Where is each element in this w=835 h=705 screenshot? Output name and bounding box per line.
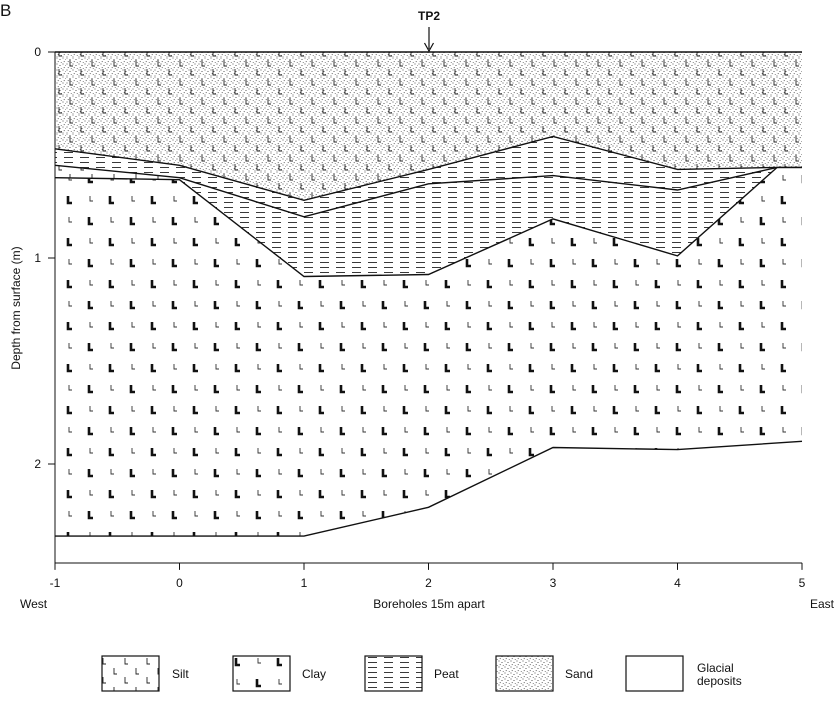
silt-swatch <box>101 655 160 692</box>
clay-swatch <box>232 655 291 692</box>
x-tick-label: 0 <box>176 576 183 590</box>
y-tick-label: 2 <box>34 457 41 471</box>
upper-peat-boundary <box>54 164 778 218</box>
glacial-swatch <box>625 655 684 692</box>
sand-base-boundary <box>54 135 802 202</box>
clay-layer <box>55 167 802 537</box>
legend-item-sand: Sand <box>495 655 593 692</box>
glacial-contact-boundary <box>55 440 803 537</box>
x-tick-label: 1 <box>301 576 308 590</box>
peat-layer <box>179 167 778 277</box>
east-label: East <box>810 597 835 611</box>
x-tick-marks <box>54 562 803 570</box>
legend: Silt Clay Peat Sand Glacial deposits <box>101 655 742 692</box>
x-tick-labels: -1 0 1 2 3 4 5 <box>50 576 806 590</box>
y-axis-label: Depth from surface (m) <box>9 246 23 369</box>
legend-label-clay: Clay <box>302 667 326 681</box>
tp2-arrow-icon <box>423 27 435 53</box>
peat-base-boundary <box>54 166 802 278</box>
legend-label-sand: Sand <box>565 667 593 681</box>
sand-silt-layer <box>55 52 802 201</box>
y-tick-marks <box>48 51 55 465</box>
x-tick-label: 4 <box>674 576 681 590</box>
y-tick-label: 1 <box>34 251 41 265</box>
legend-item-peat: Peat <box>364 655 459 692</box>
x-axis-label: Boreholes 15m apart <box>373 597 485 611</box>
legend-label-glacial-line-1: Glacial <box>697 661 734 675</box>
legend-item-clay: Clay <box>232 655 326 692</box>
y-tick-labels: 0 1 2 <box>34 45 41 471</box>
upper-peat-band <box>55 136 778 217</box>
west-label: West <box>20 597 48 611</box>
legend-label-glacial: Glacial deposits <box>697 661 742 688</box>
x-tick-label: 3 <box>550 576 557 590</box>
sand-swatch <box>495 655 554 692</box>
legend-label-silt: Silt <box>172 667 189 681</box>
marker-label: TP2 <box>418 9 440 23</box>
legend-label-peat: Peat <box>434 667 459 681</box>
x-tick-label: 5 <box>799 576 806 590</box>
x-tick-label: 2 <box>425 576 432 590</box>
panel-label: B <box>0 1 11 20</box>
legend-item-silt: Silt <box>101 655 189 692</box>
peat-swatch <box>364 655 423 692</box>
y-tick-label: 0 <box>34 45 41 59</box>
legend-label-glacial-line-2: deposits <box>697 674 742 688</box>
x-tick-label: -1 <box>50 576 61 590</box>
legend-item-glacial: Glacial deposits <box>625 655 742 692</box>
